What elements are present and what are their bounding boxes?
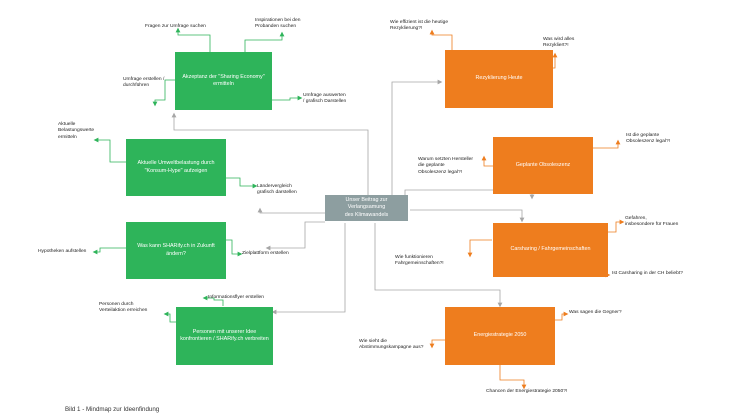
- connector-geplante-legal: [593, 139, 621, 149]
- connector-gefahren: [608, 219, 625, 233]
- connector-chancen: [499, 365, 527, 390]
- connector-center-personen: [271, 223, 346, 315]
- box-personen: Personen mit unserer Idee konfrontieren …: [176, 307, 273, 365]
- connector-was-wird-alles: [552, 52, 558, 69]
- connector-center-rezyklierung: [391, 79, 443, 198]
- connector-warum-setzen: [481, 155, 493, 167]
- connector-center-carsharing: [410, 209, 525, 223]
- connector-zielplattform: [226, 239, 243, 257]
- label-personen-verteil: Personen durch Verteilaktion erreichen: [99, 302, 148, 314]
- label-geplante-legal: Ist die geplante Obsoleszenz legal?!: [626, 133, 671, 145]
- label-gefahren: Gefahren, insbesondere für Frauen: [625, 216, 679, 228]
- label-was-wird-alles: Was wird alles Rezykliert?!: [543, 37, 575, 49]
- box-energiestrategie: Energiestrategie 2050: [445, 307, 555, 365]
- connector-personen-verteil: [163, 311, 176, 323]
- label-hypotheken: Hypotheken aufstellen: [38, 249, 87, 254]
- connector-center-energie: [374, 223, 503, 308]
- connector-umfrage-auswerten: [272, 95, 303, 101]
- box-akzeptanz: Akzeptanz der "Sharing Economy" ermittel…: [175, 52, 272, 110]
- label-umfrage-erstellen: Umfrage erstellen / durchführen: [123, 77, 165, 89]
- label-fragen-umfrage: Fragen zur Umfrage suchen: [145, 24, 206, 29]
- connector-hypotheken: [92, 247, 126, 255]
- label-wie-funktionieren: Wie funktionieren Fahrgemeinschaften?!: [395, 255, 444, 267]
- connector-wie-sieht: [429, 339, 445, 349]
- box-obsoleszenz: Geplante Obsoleszenz: [493, 137, 593, 194]
- connector-umfrage-erstellen: [152, 79, 175, 107]
- label-umfrage-auswerten: Umfrage auswerten / grafisch Darstellen: [303, 93, 347, 105]
- box-sharify: Was kann SHARify.ch in Zukunft ändern?: [126, 222, 226, 279]
- connector-inspirationen: [244, 31, 285, 52]
- label-wie-sieht: Wie sieht die Abstimmungskampagne aus?: [359, 339, 424, 351]
- label-aktuelle-belastung: Aktuelle Belastungswerte ermitteln: [58, 122, 95, 140]
- connector-aktuelle-belastung: [93, 137, 126, 163]
- label-chancen: Chancen der Energiestrategie 2050?!: [486, 389, 568, 394]
- box-umweltbelastung: Aktuelle Umweltbelastung durch "Konsum-H…: [126, 139, 226, 196]
- label-inspirationen: Inspirationen bei den Probanden suchen: [255, 18, 301, 30]
- connector-wie-effizient: [429, 29, 453, 50]
- connector-center-akzeptanz: [171, 112, 369, 198]
- label-laendervergleich: Ländervergleich grafisch darstellen: [257, 184, 297, 196]
- connector-center-umwelt: [257, 207, 325, 214]
- center-topic: Unser Beitrag zur Verlangsamung des Klim…: [325, 195, 408, 221]
- label-carsharing-beliebt: Ist Carsharing in der CH beliebt?: [612, 271, 683, 276]
- connector-informationsflyer: [202, 295, 224, 306]
- connector-laendervergleich: [226, 177, 258, 189]
- connector-fragen: [175, 27, 211, 52]
- label-was-sagen: Was sagen die Gegner?: [569, 310, 622, 315]
- connector-center-sharify: [265, 221, 325, 251]
- connector-was-sagen: [555, 311, 569, 321]
- label-informationsflyer: Informationsflyer erstellen: [208, 295, 264, 300]
- connector-wie-funktionieren: [467, 239, 492, 258]
- figure-caption: Bild 1 - Mindmap zur Ideenfindung: [65, 406, 160, 413]
- box-rezyklierung: Rezyklierung Heute: [445, 50, 553, 108]
- label-warum-setzen: Warum setzten Hersteller die geplante Ob…: [418, 157, 473, 175]
- box-carsharing: Carsharing / Fahrgemeinschaften: [493, 223, 608, 277]
- label-zielplattform: Zielplattform erstellen: [242, 251, 289, 256]
- label-wie-effizient: Wie effizient ist die heutige Rezyklieru…: [390, 20, 449, 32]
